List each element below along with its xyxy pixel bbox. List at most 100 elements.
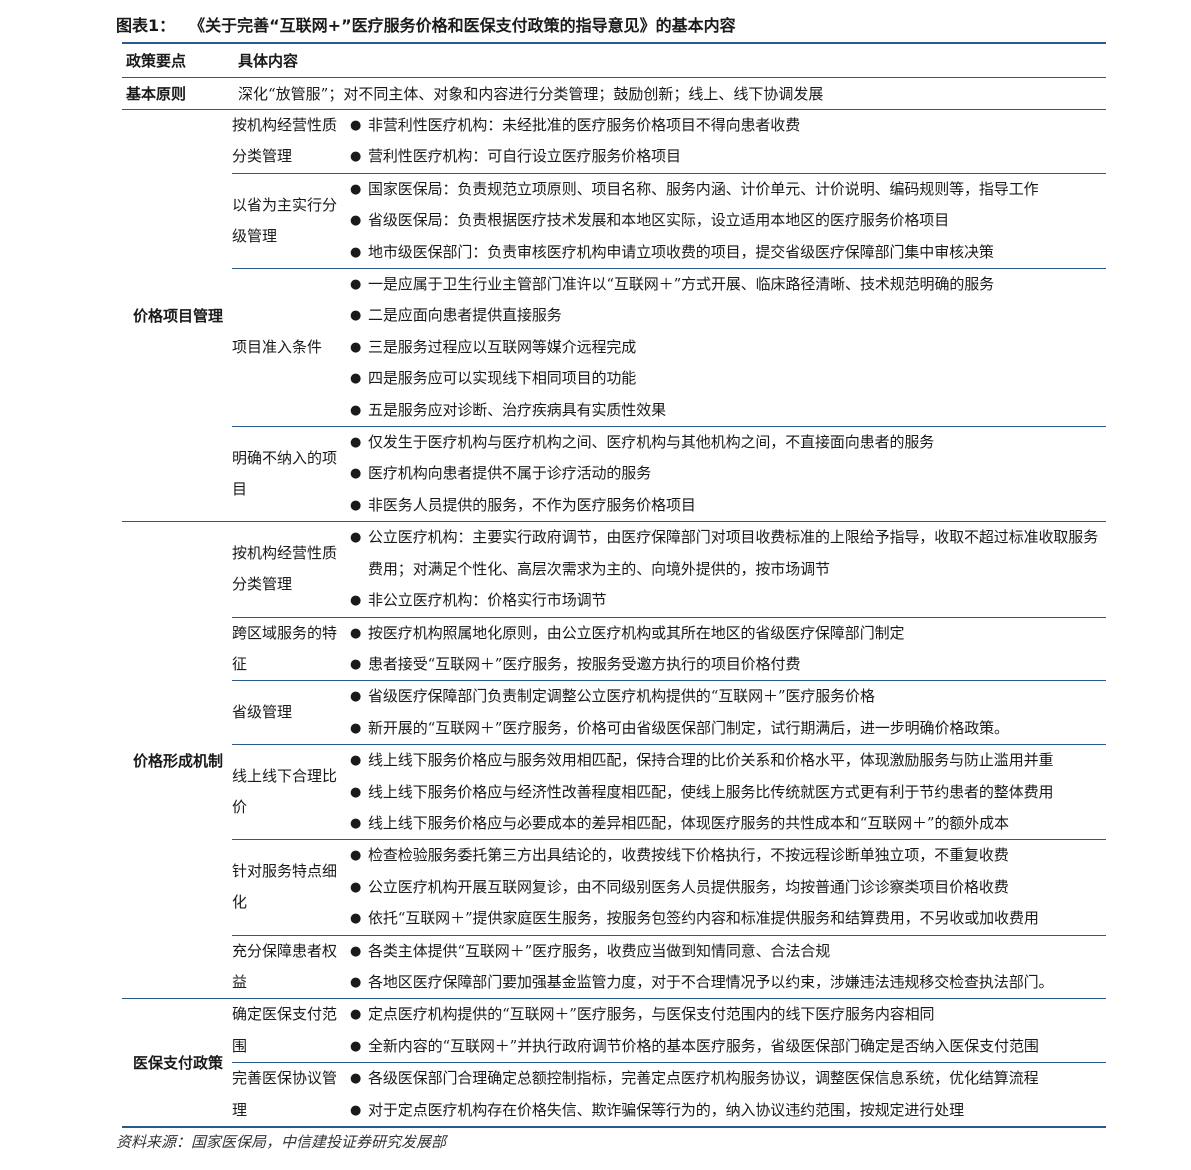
- table-section: 价格形成机制 按机构经营性质分类管理公立医疗机构：主要实行政府调节，由医疗保障部门…: [122, 522, 1106, 1000]
- table-row: 省级管理 省级医疗保障部门负责制定调整公立医疗机构提供的“互联网＋”医疗服务价格新…: [232, 681, 1106, 746]
- figure-title-text: 《关于完善“互联网+”医疗服务价格和医保支付政策的指导意见》的基本内容: [197, 16, 736, 35]
- subitem-label-text: 线上线下合理比价: [232, 766, 338, 817]
- list-item: 公立医疗机构开展互联网复诊，由不同级别医务人员提供服务，均按普通门诊诊察类项目价…: [350, 872, 1106, 904]
- list-item: 三是服务过程应以互联网等媒介远程完成: [350, 332, 1106, 364]
- list-item: 非营利性医疗机构：未经批准的医疗服务价格项目不得向患者收费: [350, 110, 1106, 142]
- list-item: 患者接受“互联网＋”医疗服务，按服务受邀方执行的项目价格付费: [350, 649, 1106, 681]
- policy-table: 政策要点 具体内容 基本原则 深化“放管服”；对不同主体、对象和内容进行分类管理…: [122, 42, 1106, 1128]
- subitem-label-text: 完善医保协议管理: [232, 1069, 338, 1119]
- section-body: 确定医保支付范围定点医疗机构提供的“互联网＋”医疗服务，与医保支付范围内的线下医…: [232, 999, 1106, 1126]
- bullet-list: 各级医保部门合理确定总额控制指标，完善定点医疗机构服务协议，调整医保信息系统，优…: [350, 1063, 1106, 1126]
- table-section: 医保支付政策确定医保支付范围定点医疗机构提供的“互联网＋”医疗服务，与医保支付范…: [122, 999, 1106, 1126]
- bullet-list: 仅发生于医疗机构与医疗机构之间、医疗机构与其他机构之间，不直接面向患者的服务医疗…: [350, 427, 1106, 522]
- bullet-list: 定点医疗机构提供的“互联网＋”医疗服务，与医保支付范围内的线下医疗服务内容相同全…: [350, 999, 1106, 1062]
- table-row: 充分保障患者权益各类主体提供“互联网＋”医疗服务，收费应当做到知情同意、合法合规…: [232, 936, 1106, 999]
- section-body: 按机构经营性质分类管理公立医疗机构：主要实行政府调节，由医疗保障部门对项目收费标…: [232, 522, 1106, 999]
- header-policy-points: 政策要点: [126, 52, 187, 70]
- table-row: 针对服务特点细化检查检验服务委托第三方出具结论的，收费按线下价格执行，不按远程诊…: [232, 840, 1106, 936]
- list-item: 对于定点医疗机构存在价格失信、欺诈骗保等行为的，纳入协议违约范围，按规定进行处理: [350, 1095, 1106, 1127]
- section-body: 按机构经营性质分类管理非营利性医疗机构：未经批准的医疗服务价格项目不得向患者收费…: [232, 110, 1106, 522]
- list-item: 各类主体提供“互联网＋”医疗服务，收费应当做到知情同意、合法合规: [350, 936, 1106, 968]
- list-item: 新开展的“互联网＋”医疗服务，价格可由省级医保部门制定，试行期满后，进一步明确价…: [350, 713, 1106, 745]
- table-row: 以省为主实行分级管理国家医保局：负责规范立项原则、项目名称、服务内涵、计价单元、…: [232, 174, 1106, 270]
- bullet-list: 检查检验服务委托第三方出具结论的，收费按线下价格执行，不按远程诊断单独立项，不重…: [350, 840, 1106, 935]
- table-header: 政策要点 具体内容: [122, 44, 1106, 78]
- table-row: 项目准入条件 一是应属于卫生行业主管部门准许以“互联网＋”方式开展、临床路径清晰、…: [232, 269, 1106, 428]
- subitem-label-text: 针对服务特点细化: [232, 862, 338, 912]
- figure-label: 图表1：: [116, 16, 176, 35]
- bullet-list: 按医疗机构照属地化原则，由公立医疗机构或其所在地区的省级医疗保障部门制定患者接受…: [350, 618, 1106, 681]
- basic-principles-content: 深化“放管服”；对不同主体、对象和内容进行分类管理；鼓励创新；线上、线下协调发展: [238, 85, 824, 103]
- list-item: 营利性医疗机构：可自行设立医疗服务价格项目: [350, 141, 1106, 173]
- source-note: 资料来源：国家医保局，中信建投证券研究发展部: [116, 1133, 447, 1151]
- table-row: 明确不纳入的项目仅发生于医疗机构与医疗机构之间、医疗机构与其他机构之间，不直接面…: [232, 427, 1106, 522]
- subitem-label-text: 项目准入条件: [232, 337, 323, 356]
- subitem-label: 按机构经营性质分类管理: [232, 110, 350, 173]
- subitem-label-text: 明确不纳入的项目: [232, 448, 338, 499]
- list-item: 定点医疗机构提供的“互联网＋”医疗服务，与医保支付范围内的线下医疗服务内容相同: [350, 999, 1106, 1031]
- table-row: 按机构经营性质分类管理公立医疗机构：主要实行政府调节，由医疗保障部门对项目收费标…: [232, 522, 1106, 618]
- subitem-label: 以省为主实行分级管理: [232, 174, 350, 268]
- list-item: 省级医保局：负责根据医疗技术发展和本地区实际，设立适用本地区的医疗服务价格项目: [350, 205, 1106, 237]
- subitem-label-text: 充分保障患者权益: [232, 941, 338, 991]
- list-item: 公立医疗机构：主要实行政府调节，由医疗保障部门对项目收费标准的上限给予指导，收取…: [350, 522, 1106, 585]
- section-label: 医保支付政策: [132, 1054, 223, 1073]
- section-label: 价格形成机制: [132, 751, 223, 770]
- subitem-label: 跨区域服务的特征: [232, 618, 350, 681]
- list-item: 一是应属于卫生行业主管部门准许以“互联网＋”方式开展、临床路径清晰、技术规范明确…: [350, 269, 1106, 301]
- basic-principles-label: 基本原则: [126, 85, 187, 103]
- subitem-label: 明确不纳入的项目: [232, 427, 350, 521]
- list-item: 地市级医保部门：负责审核医疗机构申请立项收费的项目，提交省级医疗保障部门集中审核…: [350, 237, 1106, 269]
- list-item: 检查检验服务委托第三方出具结论的，收费按线下价格执行，不按远程诊断单独立项，不重…: [350, 840, 1106, 872]
- table-row: 线上线下合理比价线上线下服务价格应与服务效用相匹配，保持合理的比价关系和价格水平…: [232, 745, 1106, 841]
- list-item: 国家医保局：负责规范立项原则、项目名称、服务内涵、计价单元、计价说明、编码规则等…: [350, 174, 1106, 206]
- subitem-label: 完善医保协议管理: [232, 1063, 350, 1126]
- bullet-list: 线上线下服务价格应与服务效用相匹配，保持合理的比价关系和价格水平，体现激励服务与…: [350, 745, 1106, 840]
- subitem-label-text: 按机构经营性质分类管理: [232, 543, 338, 594]
- subitem-label: 针对服务特点细化: [232, 840, 350, 934]
- list-item: 线上线下服务价格应与服务效用相匹配，保持合理的比价关系和价格水平，体现激励服务与…: [350, 745, 1106, 777]
- list-item: 五是服务应对诊断、治疗疾病具有实质性效果: [350, 395, 1106, 427]
- subitem-label-text: 确定医保支付范围: [232, 1005, 338, 1055]
- table-section: 价格项目管理 按机构经营性质分类管理非营利性医疗机构：未经批准的医疗服务价格项目不…: [122, 110, 1106, 523]
- subitem-label: 线上线下合理比价: [232, 745, 350, 839]
- subitem-label-text: 以省为主实行分级管理: [232, 195, 338, 245]
- list-item: 全新内容的“互联网＋”并执行政府调节价格的基本医疗服务，省级医保部门确定是否纳入…: [350, 1031, 1106, 1063]
- subitem-label: 省级管理: [232, 681, 350, 744]
- subitem-label-text: 按机构经营性质分类管理: [232, 116, 338, 166]
- table-row: 确定医保支付范围定点医疗机构提供的“互联网＋”医疗服务，与医保支付范围内的线下医…: [232, 999, 1106, 1064]
- list-item: 医疗机构向患者提供不属于诊疗活动的服务: [350, 458, 1106, 490]
- header-content: 具体内容: [238, 52, 299, 70]
- list-item: 按医疗机构照属地化原则，由公立医疗机构或其所在地区的省级医疗保障部门制定: [350, 618, 1106, 650]
- table-sections: 价格项目管理按机构经营性质分类管理非营利性医疗机构：未经批准的医疗服务价格项目不…: [122, 110, 1106, 1126]
- list-item: 四是服务应可以实现线下相同项目的功能: [350, 363, 1106, 395]
- table-row: 完善医保协议管理各级医保部门合理确定总额控制指标，完善定点医疗机构服务协议，调整…: [232, 1063, 1106, 1126]
- list-item: 依托“互联网＋”提供家庭医生服务，按服务包签约内容和标准提供服务和结算费用，不另…: [350, 903, 1106, 935]
- list-item: 仅发生于医疗机构与医疗机构之间、医疗机构与其他机构之间，不直接面向患者的服务: [350, 427, 1106, 459]
- table-row: 跨区域服务的特征按医疗机构照属地化原则，由公立医疗机构或其所在地区的省级医疗保障…: [232, 618, 1106, 682]
- subitem-label-text: 跨区域服务的特征: [232, 623, 338, 673]
- list-item: 线上线下服务价格应与经济性改善程度相匹配，使线上服务比传统就医方式更有利于节约患…: [350, 777, 1106, 809]
- table-row: 按机构经营性质分类管理非营利性医疗机构：未经批准的医疗服务价格项目不得向患者收费…: [232, 110, 1106, 174]
- list-item: 二是应面向患者提供直接服务: [350, 300, 1106, 332]
- list-item: 各地区医疗保障部门要加强基金监管力度，对于不合理情况予以约束，涉嫌违法违规移交检…: [350, 967, 1106, 999]
- bullet-list: 各类主体提供“互联网＋”医疗服务，收费应当做到知情同意、合法合规各地区医疗保障部…: [350, 936, 1106, 999]
- subitem-label: 充分保障患者权益: [232, 936, 350, 999]
- bullet-list: 非营利性医疗机构：未经批准的医疗服务价格项目不得向患者收费营利性医疗机构：可自行…: [350, 110, 1106, 173]
- subitem-label: 确定医保支付范围: [232, 999, 350, 1062]
- figure-title: 图表1： 《关于完善“互联网+”医疗服务价格和医保支付政策的指导意见》的基本内容: [116, 12, 1116, 40]
- basic-principles-row: 基本原则 深化“放管服”；对不同主体、对象和内容进行分类管理；鼓励创新；线上、线…: [122, 78, 1106, 110]
- subitem-label: 按机构经营性质分类管理: [232, 522, 350, 616]
- subitem-label: 项目准入条件: [232, 269, 350, 426]
- list-item: 省级医疗保障部门负责制定调整公立医疗机构提供的“互联网＋”医疗服务价格: [350, 681, 1106, 713]
- bullet-list: 省级医疗保障部门负责制定调整公立医疗机构提供的“互联网＋”医疗服务价格新开展的“…: [350, 681, 1106, 744]
- list-item: 线上线下服务价格应与必要成本的差异相匹配，体现医疗服务的共性成本和“互联网＋”的…: [350, 808, 1106, 840]
- subitem-label-text: 省级管理: [232, 703, 293, 722]
- bullet-list: 公立医疗机构：主要实行政府调节，由医疗保障部门对项目收费标准的上限给予指导，收取…: [350, 522, 1106, 617]
- list-item: 各级医保部门合理确定总额控制指标，完善定点医疗机构服务协议，调整医保信息系统，优…: [350, 1063, 1106, 1095]
- bullet-list: 一是应属于卫生行业主管部门准许以“互联网＋”方式开展、临床路径清晰、技术规范明确…: [350, 269, 1106, 426]
- list-item: 非医务人员提供的服务，不作为医疗服务价格项目: [350, 490, 1106, 522]
- bullet-list: 国家医保局：负责规范立项原则、项目名称、服务内涵、计价单元、计价说明、编码规则等…: [350, 174, 1106, 269]
- section-label: 价格项目管理: [132, 307, 223, 326]
- list-item: 非公立医疗机构：价格实行市场调节: [350, 585, 1106, 617]
